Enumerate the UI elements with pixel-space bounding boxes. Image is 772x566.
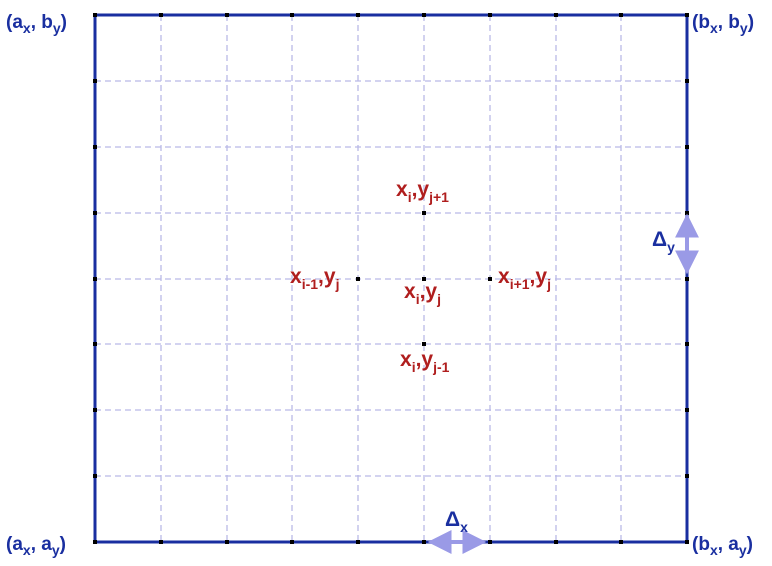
grid-tick: [488, 13, 492, 17]
grid-tick: [93, 408, 97, 412]
grid-tick: [422, 13, 426, 17]
grid-tick: [93, 474, 97, 478]
grid-tick: [93, 79, 97, 83]
grid-ticks: [93, 13, 689, 544]
grid-tick: [685, 79, 689, 83]
node-dot-left: [356, 277, 360, 281]
node-dot-right: [488, 277, 492, 281]
corner-label-top-left: (ax, by): [6, 12, 67, 36]
stencil-node-dots: [356, 211, 492, 346]
grid-tick: [225, 13, 229, 17]
corner-label-bottom-right: (bx, ay): [692, 534, 753, 558]
grid-tick: [93, 211, 97, 215]
corner-label-top-right: (bx, by): [692, 12, 754, 36]
node-label-center: xi,yj: [404, 280, 441, 307]
grid-tick: [93, 540, 97, 544]
grid-tick: [422, 540, 426, 544]
grid-tick: [290, 13, 294, 17]
grid-tick: [619, 13, 623, 17]
grid-tick: [685, 13, 689, 17]
grid-tick: [488, 540, 492, 544]
node-dot-center: [422, 277, 426, 281]
node-label-right: xi+1,yj: [498, 265, 551, 292]
grid-tick: [685, 408, 689, 412]
delta-y-label: Δy: [652, 228, 675, 255]
grid-lines: [95, 15, 687, 542]
grid-tick: [554, 13, 558, 17]
grid-tick: [356, 540, 360, 544]
node-label-top: xi,yj+1: [396, 178, 449, 205]
grid-tick: [685, 474, 689, 478]
grid-tick: [159, 13, 163, 17]
grid-tick: [356, 13, 360, 17]
grid-tick: [554, 540, 558, 544]
node-dot-top: [422, 211, 426, 215]
grid-tick: [685, 342, 689, 346]
grid-tick: [159, 540, 163, 544]
grid-tick: [290, 540, 294, 544]
grid-tick: [619, 540, 623, 544]
grid-tick: [93, 277, 97, 281]
grid-tick: [93, 342, 97, 346]
delta-x-label: Δx: [445, 508, 468, 535]
grid-tick: [93, 13, 97, 17]
grid-tick: [93, 145, 97, 149]
node-label-bottom: xi,yj-1: [400, 348, 450, 375]
node-dot-bottom: [422, 342, 426, 346]
corner-label-bottom-left: (ax, ay): [6, 534, 66, 558]
grid-tick: [685, 540, 689, 544]
grid-tick: [685, 277, 689, 281]
grid-tick: [685, 145, 689, 149]
node-label-left: xi-1,yj: [290, 265, 339, 292]
grid-tick: [685, 211, 689, 215]
grid-tick: [225, 540, 229, 544]
